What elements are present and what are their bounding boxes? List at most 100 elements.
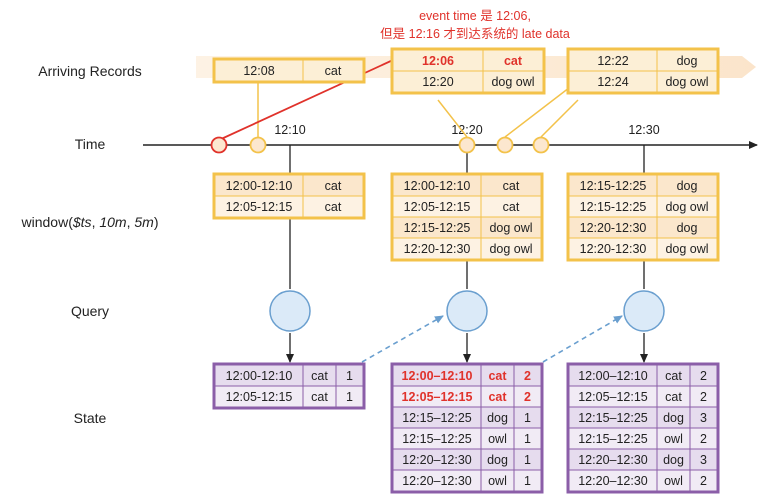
arriving-record-group-2-row: 12:20 dog owl <box>392 70 544 93</box>
record-connector-1224 <box>540 99 579 138</box>
table-cell-text: 12:05-12:15 <box>226 200 293 214</box>
late-data-annotation-line1: event time 是 12:06, <box>419 9 531 23</box>
table-cell-text: cat <box>488 369 507 383</box>
label-time: Time <box>75 136 106 152</box>
table-cell-text: 12:15-12:25 <box>580 179 647 193</box>
table-cell-text: dog <box>487 453 508 467</box>
table-cell-text: dog <box>487 411 508 425</box>
state-table-1-row: 12:00-12:10 cat 1 <box>214 364 364 387</box>
table-cell-text: dog owl <box>491 75 534 89</box>
window-suffix: ) <box>154 214 159 230</box>
table-cell-text: dog owl <box>665 200 708 214</box>
state-table-2-border <box>390 362 544 494</box>
table-cell-text: dog owl <box>489 221 532 235</box>
event-marker-1220 <box>458 136 476 154</box>
table-cell-text: 2 <box>700 474 707 488</box>
table-cell-text: dog <box>677 221 698 235</box>
table-cell-text: 12:00-12:10 <box>404 179 471 193</box>
event-marker-1222 <box>496 136 514 154</box>
event-marker-1224 <box>532 136 550 154</box>
query-node-3 <box>623 290 665 332</box>
table-cell-text: 12:06 <box>422 54 454 68</box>
table-cell-text: 12:08 <box>243 64 274 78</box>
table-cell-text: cat <box>311 369 328 383</box>
table-cell-text: cat <box>311 390 328 404</box>
table-cell-text: 12:20–12:30 <box>578 453 648 467</box>
arriving-record-group-1-border <box>212 57 366 84</box>
table-cell-text: dog owl <box>665 242 708 256</box>
arriving-record-group-1-row: 12:08 cat <box>214 59 364 82</box>
table-cell-text: 12:05–12:15 <box>578 390 648 404</box>
window-table-1-border <box>212 172 366 220</box>
state-feedback-arrow-2 <box>542 315 623 363</box>
state-table-2-row: 12:15–12:25 dog 1 <box>392 406 542 429</box>
late-data-annotation-line2: 但是 12:16 才到达系统的 late data <box>380 26 570 41</box>
window-table-3-border <box>566 172 720 262</box>
table-cell-text: 1 <box>346 390 353 404</box>
late-event-marker <box>210 136 228 154</box>
state-table-1-row: 12:05-12:15 cat 1 <box>214 385 364 408</box>
table-cell-text: owl <box>664 432 683 446</box>
table-cell-text: 1 <box>524 453 531 467</box>
window-slide: 5m <box>134 214 154 230</box>
table-cell-text: owl <box>488 474 507 488</box>
window-sep1: , <box>92 214 100 230</box>
table-cell-text: owl <box>488 432 507 446</box>
table-cell-text: cat <box>503 200 520 214</box>
table-cell-text: cat <box>325 179 342 193</box>
table-cell-text: 3 <box>700 453 707 467</box>
table-cell-text: 12:00-12:10 <box>226 179 293 193</box>
state-table-3-row: 12:20–12:30 dog 3 <box>568 448 718 471</box>
table-cell-text: 1 <box>524 411 531 425</box>
record-connector-1222 <box>504 80 579 138</box>
table-cell-text: 1 <box>346 369 353 383</box>
query-node-1 <box>269 290 311 332</box>
table-cell-text: 12:00-12:10 <box>226 369 293 383</box>
table-cell-text: 2 <box>700 432 707 446</box>
arriving-record-group-2-border <box>390 47 546 95</box>
table-cell-text: 12:15-12:25 <box>580 200 647 214</box>
table-cell-text: dog owl <box>489 242 532 256</box>
table-cell-text: 12:20 <box>422 75 453 89</box>
arriving-record-group-2: 12:06 cat 12:20 dog owl <box>390 47 546 95</box>
state-table-3-row: 12:20–12:30 owl 2 <box>568 469 718 492</box>
table-cell-text: 12:20–12:30 <box>578 474 648 488</box>
table-cell-text: dog <box>663 411 684 425</box>
table-cell-text: cat <box>325 64 342 78</box>
table-cell-text: dog <box>663 453 684 467</box>
table-cell-text: 12:15–12:25 <box>402 411 472 425</box>
table-cell-text: cat <box>665 390 682 404</box>
table-cell-text: 12:20-12:30 <box>580 242 647 256</box>
table-cell-text: cat <box>504 54 523 68</box>
table-cell-text: 12:15–12:25 <box>578 411 648 425</box>
table-cell-text: cat <box>503 179 520 193</box>
table-cell-text: 12:05-12:15 <box>404 200 471 214</box>
table-cell-text: 12:05-12:15 <box>226 390 293 404</box>
table-cell-text: 12:20-12:30 <box>404 242 471 256</box>
table-cell-text: owl <box>664 474 683 488</box>
query-node-2 <box>446 290 488 332</box>
table-cell-text: 1 <box>524 474 531 488</box>
table-cell-text: 12:22 <box>597 54 628 68</box>
table-cell-text: 12:24 <box>597 75 628 89</box>
window-sep2: , <box>127 214 135 230</box>
record-connector-1220 <box>437 99 468 138</box>
window-table-2-row: 12:20-12:30 dog owl <box>392 237 542 260</box>
time-tick-1210: 12:10 <box>274 123 305 137</box>
